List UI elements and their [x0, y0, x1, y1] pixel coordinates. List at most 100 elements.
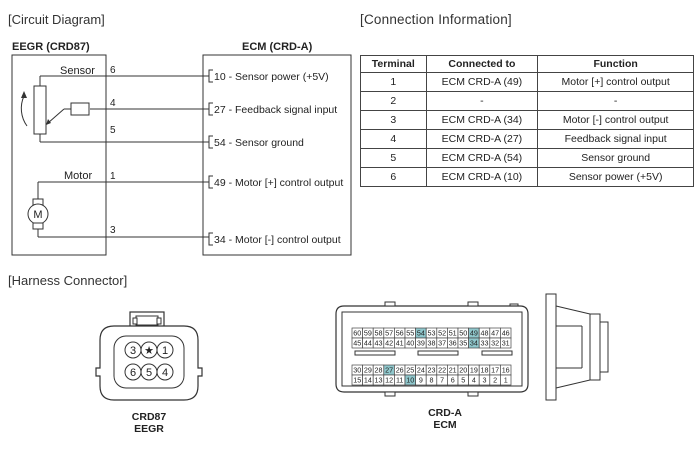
function-cell: Sensor power (+5V) — [537, 167, 694, 187]
ecm-pin-label: 54 - Sensor ground — [214, 137, 304, 149]
crda-pin-number: 27 — [385, 366, 393, 375]
terminal-cell: 1 — [360, 72, 427, 92]
wire-6: 6 10 - Sensor power (+5V) — [39, 65, 329, 86]
crda-pin-number: 31 — [502, 339, 510, 348]
ecm-pin-label: 34 - Motor [-] control output — [214, 234, 341, 246]
crda-pin-number: 50 — [459, 329, 467, 338]
crda-pin-number: 24 — [417, 366, 425, 375]
table-row: 6 ECM CRD-A (10) Sensor power (+5V) — [360, 167, 694, 187]
crda-pin-number: 55 — [406, 329, 414, 338]
header-terminal: Terminal — [360, 55, 427, 73]
terminal-cell: 6 — [360, 167, 427, 187]
crda-sublabel: ECM — [433, 419, 457, 431]
crda-pin-number: 58 — [375, 329, 383, 338]
crda-pin-number: 16 — [502, 366, 510, 375]
potentiometer-symbol — [20, 85, 90, 135]
crda-pin-number: 5 — [461, 376, 465, 385]
crda-pin-number: 22 — [438, 366, 446, 375]
terminal-cell: 3 — [360, 110, 427, 130]
crda-pin-number: 41 — [396, 339, 404, 348]
connected-cell: ECM CRD-A (54) — [425, 148, 539, 168]
header-connected-to: Connected to — [425, 55, 539, 73]
function-cell: Feedback signal input — [537, 129, 694, 149]
connection-info-heading: [Connection Information] — [360, 12, 512, 27]
crda-pin-number: 19 — [470, 366, 478, 375]
harness-connector-heading: [Harness Connector] — [8, 273, 128, 288]
crda-pin-number: 2 — [493, 376, 497, 385]
crda-pin-number: 20 — [459, 366, 467, 375]
crda-pin-number: 29 — [364, 366, 372, 375]
motor-m-symbol: M — [33, 209, 42, 221]
wire-3: 3 34 - Motor [-] control output — [37, 225, 341, 246]
crda-pin-number: 52 — [438, 329, 446, 338]
pin-number: 1 — [110, 171, 116, 182]
crda-pin-number: 13 — [375, 376, 383, 385]
crd87-pin-star: ★ — [144, 345, 154, 357]
ecm-title: ECM (CRD-A) — [242, 41, 313, 53]
motor-symbol: M — [27, 198, 49, 230]
crda-pin-number: 23 — [428, 366, 436, 375]
crda-pin-number: 10 — [406, 376, 414, 385]
crd87-sublabel: EEGR — [134, 423, 164, 435]
crda-pin-number: 43 — [375, 339, 383, 348]
crda-pin-number: 28 — [375, 366, 383, 375]
connected-cell: ECM CRD-A (27) — [425, 129, 539, 149]
crda-pin-number: 42 — [385, 339, 393, 348]
table-row: 5 ECM CRD-A (54) Sensor ground — [360, 148, 694, 168]
crda-pin-number: 35 — [459, 339, 467, 348]
crda-pin-number: 45 — [353, 339, 361, 348]
table-header-row: Terminal Connected to Function — [360, 55, 694, 73]
crda-pin-number: 9 — [419, 376, 423, 385]
crd87-label: CRD87 — [132, 411, 167, 423]
pin-number: 4 — [110, 98, 116, 109]
table-row: 4 ECM CRD-A (27) Feedback signal input — [360, 129, 694, 149]
crda-pin-number: 12 — [385, 376, 393, 385]
crda-pin-number: 17 — [491, 366, 499, 375]
crda-pin-number: 53 — [428, 329, 436, 338]
connected-cell: ECM CRD-A (34) — [425, 110, 539, 130]
connection-table: Terminal Connected to Function 1 ECM CRD… — [360, 55, 694, 187]
crda-pin-number: 8 — [430, 376, 434, 385]
crda-pin-number: 4 — [472, 376, 476, 385]
ecm-box — [202, 54, 352, 256]
function-cell: Motor [-] control output — [537, 110, 694, 130]
crda-pin-cell — [500, 374, 512, 386]
crda-pin-number: 33 — [481, 339, 489, 348]
crda-pin-number: 25 — [406, 366, 414, 375]
wire-4: 4 27 - Feedback signal input — [90, 98, 337, 116]
motor-label: Motor — [64, 170, 92, 182]
crd87-connector: 3 ★ 1 6 5 4 CRD87 EEGR — [95, 311, 203, 435]
pin-number: 5 — [110, 125, 116, 136]
pin-number: 3 — [110, 225, 116, 236]
function-cell: - — [537, 91, 694, 111]
circuit-diagram: EEGR (CRD87) ECM (CRD-A) Sensor Motor 6 … — [11, 41, 352, 256]
crda-pin-number: 49 — [470, 329, 478, 338]
wire-1: 1 49 - Motor [+] control output — [37, 171, 343, 199]
connected-cell: - — [425, 91, 539, 111]
crda-pin-number: 11 — [396, 376, 403, 385]
crd87-pin: 6 — [130, 367, 136, 379]
crda-pin-number: 6 — [451, 376, 455, 385]
crda-pin-number: 15 — [353, 376, 361, 385]
function-cell: Motor [+] control output — [537, 72, 694, 92]
crda-pin-number: 56 — [396, 329, 404, 338]
crda-pin-cell — [500, 337, 512, 349]
crda-pin-number: 30 — [353, 366, 361, 375]
crda-pin-number: 54 — [417, 329, 425, 338]
crda-pin-number: 47 — [491, 329, 499, 338]
crda-pin-number: 7 — [440, 376, 444, 385]
wire-5: 5 54 - Sensor ground — [39, 125, 304, 149]
crda-label: CRD-A — [428, 407, 462, 419]
crda-pin-number: 39 — [417, 339, 425, 348]
crd87-pin: 1 — [162, 345, 168, 357]
crda-pin-number: 34 — [470, 339, 478, 348]
crd87-pin: 5 — [146, 367, 152, 379]
terminal-cell: 2 — [360, 91, 427, 111]
crda-pin-number: 26 — [396, 366, 404, 375]
crda-pin-number: 51 — [449, 329, 457, 338]
terminal-cell: 5 — [360, 148, 427, 168]
table-row: 2 - - — [360, 91, 694, 111]
table-row: 1 ECM CRD-A (49) Motor [+] control outpu… — [360, 72, 694, 92]
crd87-pin-grid: 3 ★ 1 6 5 4 — [124, 341, 174, 381]
